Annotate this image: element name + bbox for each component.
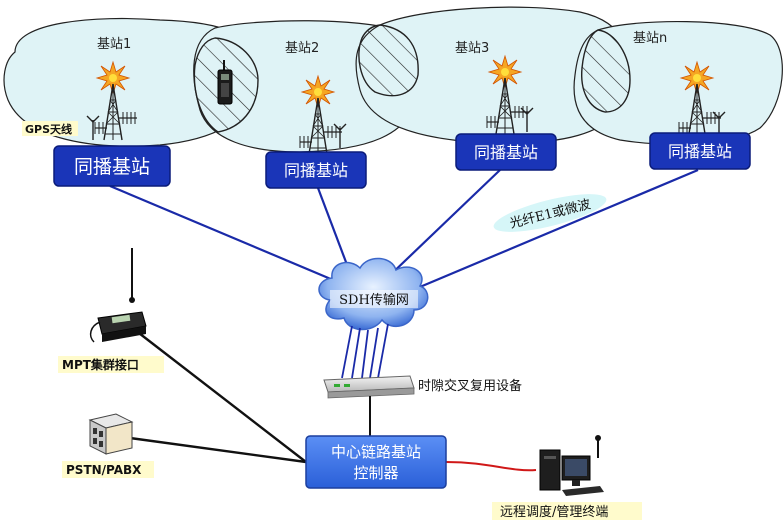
base-station-n-label: 同播基站 [668,142,732,161]
base-station-2-label: 同播基站 [284,161,348,180]
terminal-label: 远程调度/管理终端 [500,504,608,520]
cell-n-label: 基站n [633,31,667,46]
sdh-label: SDH传输网 [339,292,409,308]
sdh-mux-links [341,323,389,379]
mux-device[interactable] [323,375,415,399]
link-controller-terminal [445,461,537,472]
gps-label-bg [22,121,78,136]
controller-label-line1: 中心链路基站 [331,443,421,461]
mpt-mobile-radio-icon[interactable] [89,248,147,343]
link-bs1-sdh [109,184,346,287]
base-station-1[interactable]: 同播基站 [53,145,171,187]
cell-3-label: 基站3 [455,41,489,56]
base-station-n[interactable]: 同播基站 [649,132,751,170]
base-station-1-label: 同播基站 [74,156,150,178]
base-station-3[interactable]: 同播基站 [455,133,557,171]
mux-label: 时隙交叉复用设备 [418,378,522,394]
mpt-label-bg [58,356,164,373]
link-mpt-controller [134,329,307,463]
overlap-3-n [581,29,631,113]
dispatch-terminal-icon[interactable] [539,435,604,496]
link-pstn-controller [129,436,307,464]
base-station-3-label: 同播基站 [474,143,538,162]
central-controller[interactable]: 中心链路基站 控制器 [305,435,447,489]
handheld-radio-icon [217,60,233,105]
cell-1-label: 基站1 [97,37,131,52]
cell-2-label: 基站2 [285,41,319,56]
link-bsn-sdh [407,168,699,294]
terminal-label-bg [492,502,642,520]
controller-label-line2: 控制器 [353,464,398,482]
mpt-label: MPT集群接口 [62,357,139,372]
sdh-cloud[interactable]: SDH传输网 [318,257,429,331]
pstn-label-bg [62,461,154,478]
pstn-pabx-icon[interactable] [88,413,134,455]
link-bs3-sdh [384,169,501,281]
coverage-cells [3,6,783,153]
gps-label: GPS天线 [25,122,72,136]
base-station-2[interactable]: 同播基站 [265,151,367,189]
overlap-2-3 [358,24,419,97]
pstn-label: PSTN/PABX [66,463,142,477]
backhaul-links [109,168,699,294]
